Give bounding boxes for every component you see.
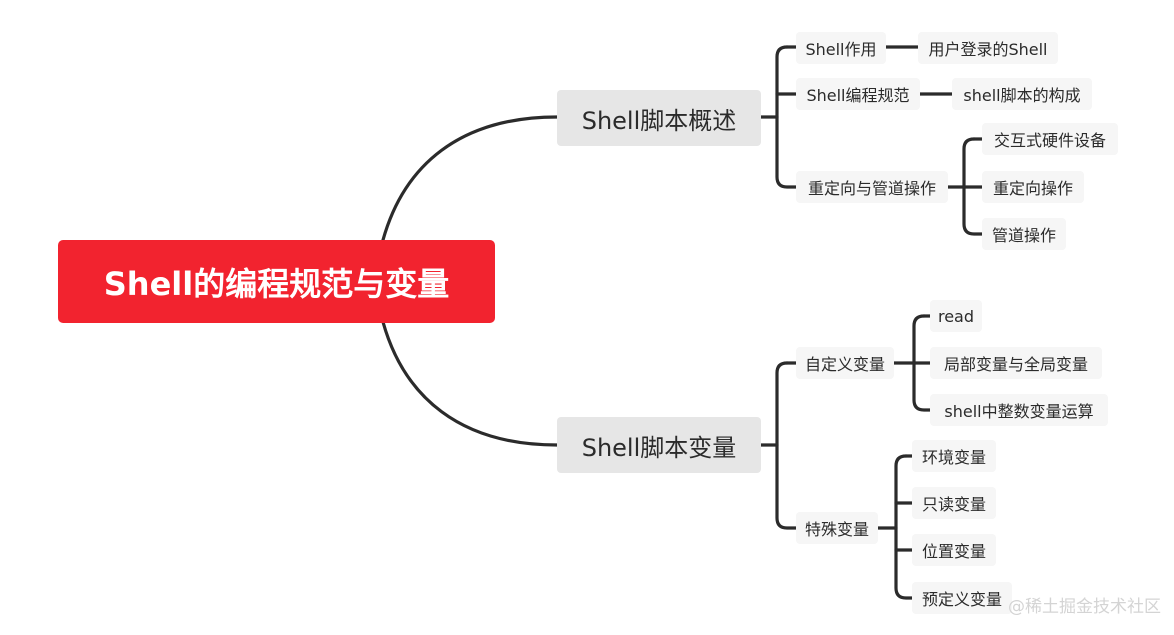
leaf-interactive-devices[interactable]: 交互式硬件设备 bbox=[982, 123, 1118, 155]
leaf-positional-variables[interactable]: 位置变量 bbox=[912, 534, 996, 566]
leaf-local-global-variables[interactable]: 局部变量与全局变量 bbox=[930, 347, 1102, 379]
connector-root-overview bbox=[381, 115, 559, 242]
subtopic-custom-variables[interactable]: 自定义变量 bbox=[796, 347, 894, 379]
leaf-integer-arithmetic[interactable]: shell中整数变量运算 bbox=[930, 394, 1108, 426]
leaf-predefined-variables[interactable]: 预定义变量 bbox=[912, 582, 1012, 614]
topic-shell-overview[interactable]: Shell脚本概述 bbox=[557, 90, 761, 146]
subtopic-shell-spec[interactable]: Shell编程规范 bbox=[796, 78, 920, 110]
subtopic-redirect-pipe[interactable]: 重定向与管道操作 bbox=[796, 171, 948, 203]
leaf-readonly-variables[interactable]: 只读变量 bbox=[912, 487, 996, 519]
leaf-login-shell[interactable]: 用户登录的Shell bbox=[918, 32, 1058, 64]
leaf-redirect-operation[interactable]: 重定向操作 bbox=[982, 171, 1084, 203]
leaf-pipe-operation[interactable]: 管道操作 bbox=[982, 218, 1066, 250]
watermark-text: @稀土掘金技术社区 bbox=[1008, 597, 1161, 617]
bracket-overview bbox=[775, 45, 798, 189]
subtopic-shell-role[interactable]: Shell作用 bbox=[796, 32, 886, 64]
bracket-variables bbox=[775, 361, 798, 530]
bracket-special bbox=[894, 454, 914, 600]
bracket-custom bbox=[912, 314, 932, 412]
bracket-redirect bbox=[962, 137, 984, 236]
leaf-script-structure[interactable]: shell脚本的构成 bbox=[952, 78, 1092, 110]
root-topic[interactable]: Shell的编程规范与变量 bbox=[58, 240, 495, 323]
connector-root-variables bbox=[381, 320, 559, 447]
leaf-read[interactable]: read bbox=[930, 300, 982, 332]
subtopic-special-variables[interactable]: 特殊变量 bbox=[796, 512, 878, 544]
leaf-environment-variables[interactable]: 环境变量 bbox=[912, 440, 996, 472]
topic-shell-variables[interactable]: Shell脚本变量 bbox=[557, 417, 761, 473]
